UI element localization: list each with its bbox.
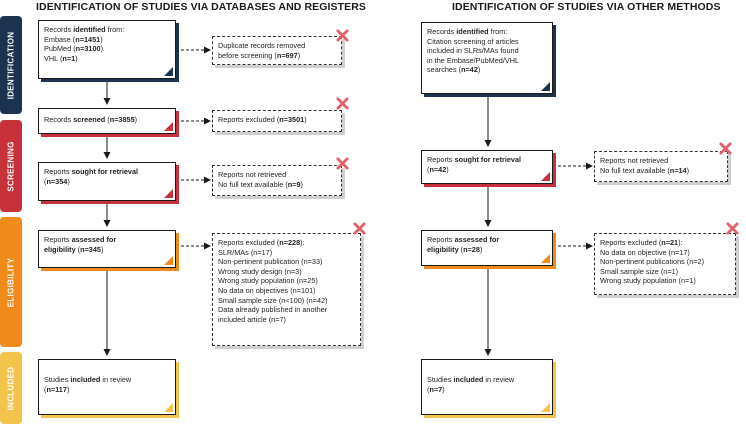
exclusion-reason: Wrong study design (n=3) xyxy=(218,266,302,276)
studies-included-box: Studies included in review (n=117) xyxy=(38,359,176,415)
eligibility-excluded-box: Reports excluded (n=228): SLR/MAs (n=17)… xyxy=(212,233,361,346)
corner-accent xyxy=(164,403,173,412)
reports-sought-box: Reports sought for retrieval (n=354) xyxy=(38,162,176,201)
corner-accent xyxy=(541,82,550,91)
right-reports-sought-box: Reports sought for retrieval (n=42) xyxy=(421,150,553,184)
exclusion-reason: Wrong study population (n=25) xyxy=(218,276,318,286)
duplicates-removed-box: Duplicate records removed before screeni… xyxy=(212,36,342,65)
right-not-retrieved-box: Reports not retrieved No full text avail… xyxy=(594,151,728,182)
right-eligibility-excluded-box: Reports excluded (n=21): No data on obje… xyxy=(594,233,736,295)
not-retrieved-box: Reports not retrieved No full text avail… xyxy=(212,165,342,196)
close-icon xyxy=(353,222,366,235)
phase-eligibility: ELIGIBILITY xyxy=(0,217,22,347)
corner-accent xyxy=(541,172,550,181)
reports-assessed-box: Reports assessed for eligibility (n=345) xyxy=(38,230,176,268)
close-icon xyxy=(336,29,349,42)
corner-accent xyxy=(164,122,173,131)
exclusion-reason: SLR/MAs (n=17) xyxy=(218,247,273,257)
exclusion-reason: Small sample size (n=1) xyxy=(600,266,679,276)
left-column-title: IDENTIFICATION OF STUDIES VIA DATABASES … xyxy=(36,1,367,13)
records-screened-box: Records screened (n=3855) xyxy=(38,108,176,134)
corner-accent xyxy=(164,189,173,198)
close-icon xyxy=(336,97,349,110)
right-studies-included-box: Studies included in review (n=7) xyxy=(421,359,553,415)
exclusion-reason: Small sample size (n<100) (n=42) xyxy=(218,295,328,305)
corner-accent xyxy=(164,67,173,76)
close-icon xyxy=(336,157,349,170)
phase-included: INCLUDED xyxy=(0,352,22,424)
right-reports-assessed-box: Reports assessed for eligibility (n=28) xyxy=(421,230,553,266)
screen-excluded-box: Reports excluded (n=3501) xyxy=(212,110,342,132)
exclusion-reason: Data already published in another xyxy=(218,305,328,315)
exclusion-reason: No data on objective (n=17) xyxy=(600,247,690,257)
right-records-identified-box: Records identified from: Citation screen… xyxy=(421,22,553,94)
records-identified-box: Records identified from: Embase (n=1451)… xyxy=(38,20,176,79)
exclusion-reason: No data on objectives (n=101) xyxy=(218,285,316,295)
corner-accent xyxy=(541,254,550,263)
corner-accent xyxy=(541,403,550,412)
close-icon xyxy=(726,222,739,235)
exclusion-reason: Wrong study population (n=1) xyxy=(600,276,696,286)
phase-screening: SCREENING xyxy=(0,120,22,212)
exclusion-reason: Non-pertinent publications (n=2) xyxy=(600,257,705,267)
phase-identification: IDENTIFICATION xyxy=(0,16,22,114)
exclusion-reason: included article (n=7) xyxy=(218,314,286,324)
close-icon xyxy=(719,142,732,155)
right-column-title: IDENTIFICATION OF STUDIES VIA OTHER METH… xyxy=(452,1,721,13)
corner-accent xyxy=(164,256,173,265)
exclusion-reason: Non-pertinent publication (n=33) xyxy=(218,257,323,267)
